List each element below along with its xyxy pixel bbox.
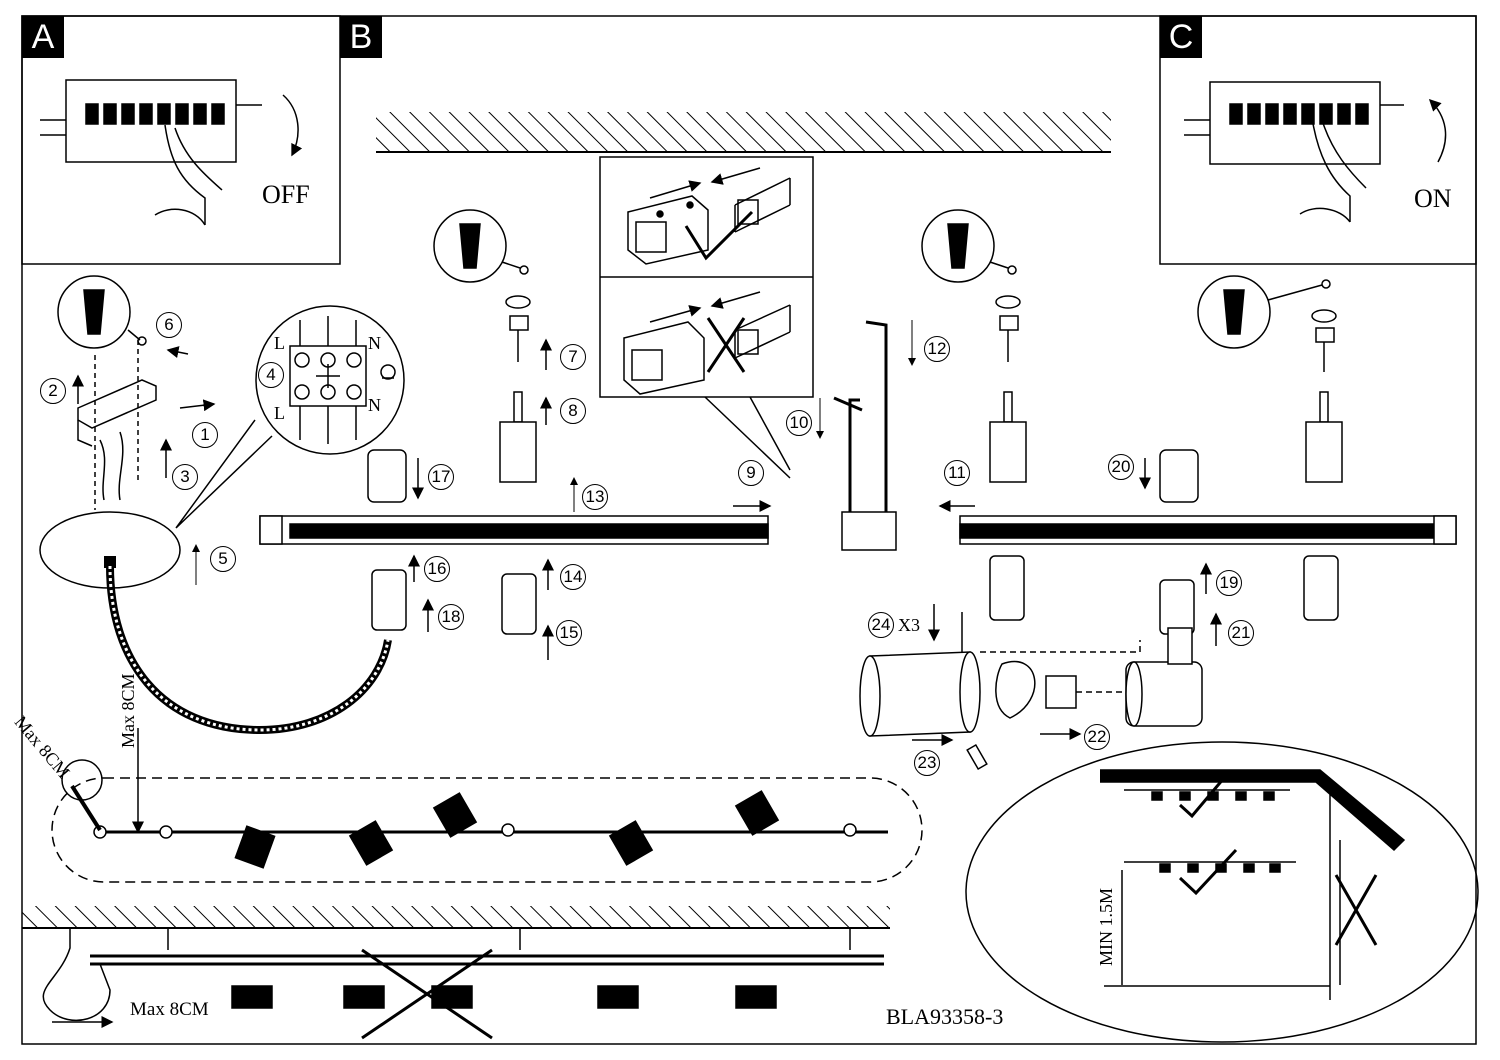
step-4: 4: [258, 362, 284, 388]
panel-label-c: C: [1160, 16, 1202, 58]
rail-components: [367, 295, 1343, 635]
step-2: 2: [40, 378, 66, 404]
layout-outline: [51, 777, 923, 883]
ceiling-hatch: [376, 112, 1111, 152]
wall-plug-2-icon: [433, 209, 507, 283]
rail-joiner: [841, 511, 897, 551]
step-10: 10: [786, 410, 812, 436]
step-14: 14: [560, 564, 586, 590]
panel-label-a: A: [22, 16, 64, 58]
step-5: 5: [210, 546, 236, 572]
step-15: 15: [556, 620, 582, 646]
step-22: 22: [1084, 724, 1110, 750]
step-6: 6: [156, 312, 182, 338]
panel-c-frame: [1159, 15, 1477, 265]
step-8: 8: [560, 398, 586, 424]
min-height-label: MIN 1.5M: [1096, 887, 1116, 966]
step-11: 11: [944, 460, 970, 486]
ceiling-hatch-bottom: [22, 906, 890, 928]
connector-detail: [599, 156, 814, 479]
cable-max-bottom: Max 8CM: [130, 999, 209, 1020]
step-17: 17: [428, 464, 454, 490]
hex-key-12-icon: [865, 320, 888, 512]
step-20: 20: [1108, 454, 1134, 480]
terminal-n-top: N: [368, 333, 381, 353]
step-24-quantity: X3: [898, 615, 920, 635]
mounting-bracket: [72, 340, 157, 510]
step-7: 7: [560, 344, 586, 370]
step-13: 13: [582, 484, 608, 510]
step-23: 23: [914, 750, 940, 776]
cable-max-vertical: Max 8CM: [118, 673, 138, 748]
step-19: 19: [1216, 570, 1242, 596]
rail-left: [259, 500, 772, 545]
breaker-on-icon: [1184, 81, 1447, 223]
step-18: 18: [438, 604, 464, 630]
step-21: 21: [1228, 620, 1254, 646]
hex-key-10-icon: [833, 396, 863, 512]
height-diagram: [1100, 769, 1406, 1000]
terminal-n-bottom: N: [368, 395, 381, 415]
switch-on-label: ON: [1414, 184, 1452, 213]
installation-ellipse: [965, 741, 1479, 1043]
panel-label-b: B: [340, 16, 382, 58]
wall-plug-1-icon: [57, 275, 131, 349]
step-3: 3: [172, 464, 198, 490]
step-1: 1: [192, 422, 218, 448]
terminal-block-icon: [175, 305, 405, 529]
terminal-l-top: L: [274, 333, 285, 353]
spotlight-assembly: [859, 612, 1203, 771]
bottom-rail: [42, 928, 884, 1040]
wire-spotlights: [234, 790, 780, 869]
panel-a-frame: [21, 15, 341, 265]
step-24: 24: [868, 612, 894, 638]
wall-plug-4-icon: [1197, 275, 1271, 349]
rail-right: [938, 500, 1457, 545]
step-9: 9: [738, 460, 764, 486]
step-12: 12: [924, 336, 950, 362]
switch-off-label: OFF: [262, 180, 310, 209]
wall-plug-3-icon: [921, 209, 995, 283]
model-code: BLA93358-3: [886, 1004, 1004, 1029]
breaker-off-icon: [40, 79, 303, 226]
step-16: 16: [424, 556, 450, 582]
terminal-l-bottom: L: [274, 403, 285, 423]
